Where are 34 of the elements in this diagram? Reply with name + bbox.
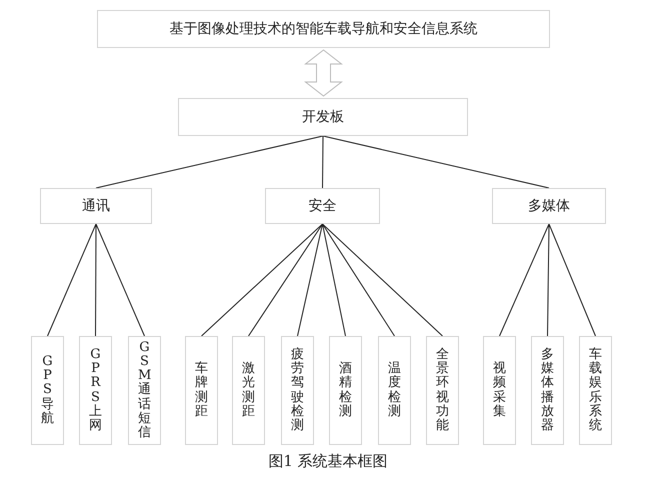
system-box: 基于图像处理技术的智能车载导航和安全信息系统 [97, 10, 550, 48]
function-box: 温度检测 [378, 336, 411, 445]
connector-line [47, 224, 96, 336]
function-box: GPS导航 [31, 336, 64, 445]
function-box: 视频采集 [483, 336, 516, 445]
function-box: 车牌测距 [185, 336, 218, 445]
figure-caption: 图1 系统基本框图 [268, 452, 388, 470]
connector-line [201, 224, 323, 336]
connector-line [322, 224, 346, 336]
double-arrow [304, 49, 343, 97]
connector-line [547, 224, 550, 336]
connector-line [322, 136, 550, 188]
connector-line [322, 224, 443, 336]
function-box: 疲劳驾驶检测 [281, 336, 314, 445]
function-box: 激光测距 [232, 336, 265, 445]
connector-line [95, 224, 96, 336]
connector-line [297, 224, 323, 336]
system-box: 开发板 [178, 98, 468, 136]
category-box: 多媒体 [492, 188, 606, 224]
category-box: 安全 [265, 188, 380, 224]
function-box: 全景环视功能 [426, 336, 459, 445]
connector-line [322, 224, 395, 336]
connector-line [248, 224, 323, 336]
connector-line [499, 224, 550, 336]
connector-line [322, 136, 324, 188]
connector-line [96, 136, 324, 188]
function-box: GPRS上网 [79, 336, 112, 445]
function-box: 多媒体播放器 [531, 336, 564, 445]
category-box: 通讯 [40, 188, 152, 224]
function-box: GSM通话短信 [128, 336, 161, 445]
connector-line [96, 224, 145, 336]
function-box: 车载娱乐系统 [579, 336, 612, 445]
function-box: 酒精检测 [329, 336, 362, 445]
connector-line [548, 224, 596, 336]
